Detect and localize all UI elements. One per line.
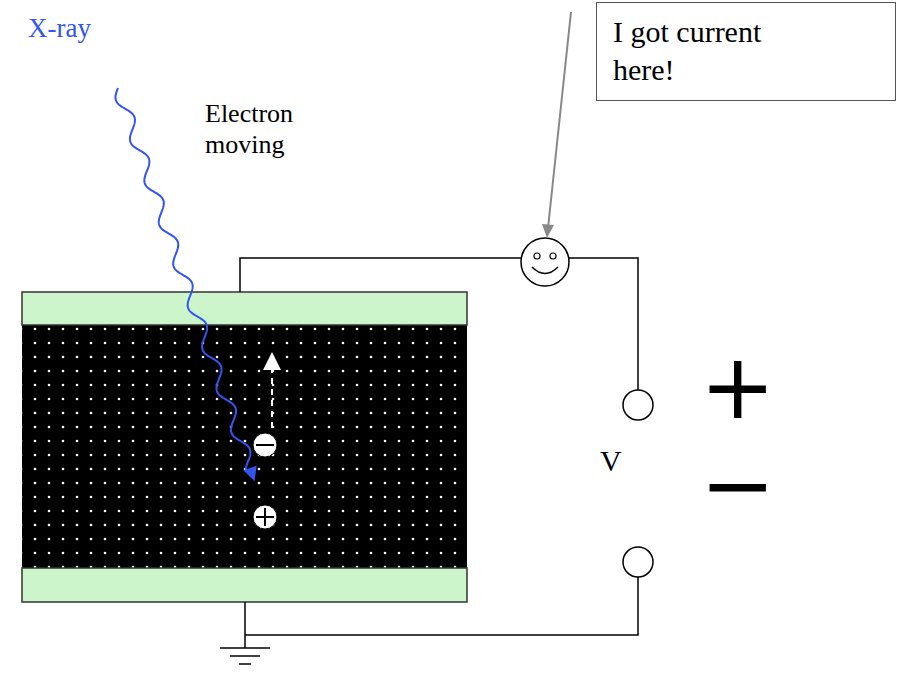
voltage-label: V (600, 443, 622, 479)
wire (569, 258, 638, 390)
xray-label: X-ray (28, 12, 91, 44)
top-electrode (22, 292, 467, 325)
terminal (623, 547, 653, 577)
pointer-line (548, 12, 571, 228)
ground-symbol (220, 648, 270, 664)
annotation: Electron moving (205, 98, 355, 160)
polarity-sign: − (700, 440, 775, 530)
hole (253, 505, 277, 529)
smiley-meter (521, 238, 569, 286)
callout-box: I got current here! (596, 2, 896, 101)
callout-text: I got current here! (613, 13, 828, 88)
xray-arrowhead (243, 466, 256, 482)
detector-material (22, 325, 467, 568)
electron-arrowhead (263, 352, 281, 370)
electron-path (271, 368, 273, 428)
ground-wire (244, 602, 246, 648)
pointer-head (542, 224, 554, 238)
wire (245, 577, 638, 635)
wire (240, 258, 521, 292)
terminal (623, 390, 653, 420)
electron (253, 433, 277, 457)
bottom-electrode (22, 568, 467, 602)
polarity-sign: + (700, 342, 775, 432)
